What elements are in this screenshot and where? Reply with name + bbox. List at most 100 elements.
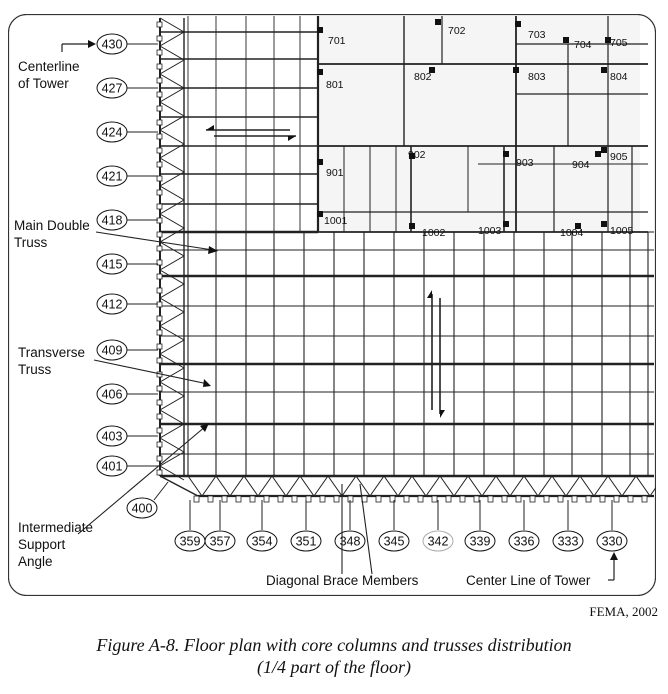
left-column-number: 403	[102, 430, 123, 444]
core-column-marker	[503, 221, 509, 227]
core-column-marker	[595, 151, 601, 157]
bottom-truss-seat	[319, 495, 326, 503]
corner-column-leader	[153, 481, 169, 501]
left-column-number: 421	[102, 170, 123, 184]
left-column-number: 424	[102, 126, 123, 140]
bottom-column-bubble	[596, 530, 628, 552]
core-column-marker	[317, 211, 323, 217]
bottom-column-bubble	[204, 530, 236, 552]
core-area	[318, 16, 640, 232]
bottom-truss-seat	[627, 495, 634, 503]
bottom-truss-seat	[235, 495, 242, 503]
bottom-truss-seat	[515, 495, 522, 503]
core-column-label: 1002	[422, 227, 446, 239]
bottom-column-bubble	[378, 530, 410, 552]
core-column-label: 903	[516, 157, 534, 169]
left-truss-seat	[156, 441, 163, 448]
left-truss-seat	[156, 413, 163, 420]
bottom-truss-seat	[585, 495, 592, 503]
core-column-label: 703	[528, 29, 546, 41]
left-column-bubble	[96, 425, 128, 447]
bottom-truss-seat	[487, 495, 494, 503]
left-truss-seat	[156, 259, 163, 266]
bottom-column-number: 357	[210, 535, 231, 549]
bottom-truss-seat	[375, 495, 382, 503]
bottom-column-number: 345	[384, 535, 405, 549]
bottom-truss-seat	[249, 495, 256, 503]
main-truss-leader	[95, 231, 214, 251]
core-column-marker	[409, 223, 415, 229]
left-truss-seat	[156, 315, 163, 322]
left-truss-seat	[156, 203, 163, 210]
bottom-column-number: 351	[296, 535, 317, 549]
bottom-truss-seat	[529, 495, 536, 503]
bottom-truss-seat	[501, 495, 508, 503]
centerline-arrowhead	[88, 40, 96, 48]
left-truss-seat	[156, 175, 163, 182]
ns-arrow-head-down	[440, 410, 445, 418]
bottom-truss-seat	[543, 495, 550, 503]
core-column-marker	[435, 19, 441, 25]
ew-arrow-head-right	[288, 136, 296, 141]
bottom-truss-seat	[599, 495, 606, 503]
left-truss-seat	[156, 133, 163, 140]
bottom-truss-seat	[305, 495, 312, 503]
core-walls	[318, 16, 648, 233]
floor-grid	[160, 16, 654, 498]
core-column-label: 905	[610, 151, 628, 163]
left-truss-seat	[156, 21, 163, 28]
left-column-bubble	[96, 165, 128, 187]
left-column-bubble	[96, 339, 128, 361]
left-truss-seat	[156, 49, 163, 56]
bottom-column-number: 330	[602, 535, 623, 549]
left-truss-seat	[156, 455, 163, 462]
left-column-number: 418	[102, 214, 123, 228]
bottom-truss-seat	[291, 495, 298, 503]
bottom-column-number: 348	[340, 535, 361, 549]
bottom-truss-seat	[263, 495, 270, 503]
left-truss-seat	[156, 343, 163, 350]
bottom-truss-seat	[389, 495, 396, 503]
transverse-arrowhead	[203, 379, 211, 387]
support-angle-arrowhead	[200, 423, 209, 432]
left-column-number: 409	[102, 344, 123, 358]
left-column-number: 401	[102, 460, 123, 474]
core-column-label: 1004	[560, 227, 584, 239]
core-column-label: 804	[610, 71, 628, 83]
figure-caption: Figure A-8. Floor plan with core columns…	[0, 634, 668, 678]
core-column-label: 1003	[478, 225, 502, 237]
bottom-truss-web	[187, 475, 656, 497]
ew-arrow-head-left	[206, 125, 214, 130]
bottom-truss-seat	[333, 495, 340, 503]
left-truss-seat	[156, 161, 163, 168]
left-truss-seat	[156, 469, 163, 476]
left-column-number: 427	[102, 82, 123, 96]
left-column-number: 415	[102, 258, 123, 272]
left-column-bubble	[96, 253, 128, 275]
center-line-arrowhead	[610, 552, 618, 560]
bottom-truss-seat	[193, 495, 200, 503]
core-column-marker	[515, 21, 521, 27]
perimeter-trusses	[156, 17, 656, 503]
bottom-truss-seat	[557, 495, 564, 503]
bottom-truss-seat	[417, 495, 424, 503]
core-column-label: 803	[528, 71, 546, 83]
ns-arrow-head-up	[427, 290, 432, 298]
core-column-label: 1005	[610, 225, 634, 237]
bottom-column-number: 359	[180, 535, 201, 549]
bottom-column-number: 342	[428, 535, 449, 549]
core-column-label: 902	[408, 149, 426, 161]
caption-line-1: Figure A-8. Floor plan with core columns…	[96, 635, 572, 655]
left-truss-seat	[156, 245, 163, 252]
core-column-marker	[503, 151, 509, 157]
core-column-label: 704	[574, 39, 592, 51]
core-column-label: 904	[572, 159, 590, 171]
bottom-column-number: 339	[470, 535, 491, 549]
core-column-marker	[409, 153, 415, 159]
